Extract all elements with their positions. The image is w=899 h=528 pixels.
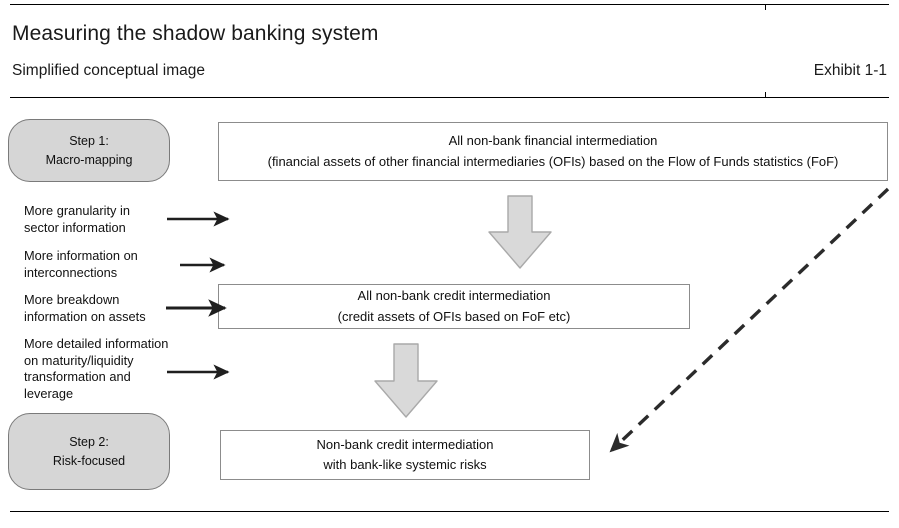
- top-rule-tick: [765, 4, 766, 10]
- box-top-line-2: (financial assets of other financial int…: [267, 153, 839, 169]
- top-rule: [10, 4, 889, 5]
- box-middle-line-1: All non-bank credit intermediation: [357, 288, 551, 304]
- down-block-arrow-2: [374, 343, 438, 418]
- box-top-line-1: All non-bank financial intermediation: [448, 133, 658, 149]
- box-middle-line-2: (credit assets of OFIs based on FoF etc): [337, 308, 571, 324]
- annotation-interconnections: More information on interconnections: [24, 248, 138, 280]
- box-nonbank-credit-systemic-risks: Non-bank credit intermediation with bank…: [220, 430, 590, 480]
- step-2-line-2: Risk-focused: [52, 453, 126, 468]
- down-block-arrow-1: [488, 195, 552, 269]
- page-title: Measuring the shadow banking system: [12, 22, 379, 45]
- step-1-pill: Step 1: Macro-mapping: [8, 119, 170, 182]
- annotation-breakdown-assets: More breakdown information on assets: [24, 292, 146, 324]
- box-bottom-line-2: with bank-like systemic risks: [323, 457, 487, 472]
- bottom-rule: [10, 511, 889, 512]
- step-2-line-1: Step 2:: [69, 435, 109, 450]
- header-divider-tick: [765, 92, 766, 98]
- box-all-nonbank-financial-intermediation: All non-bank financial intermediation (f…: [218, 122, 888, 181]
- header-divider-rule: [10, 97, 889, 98]
- exhibit-number: Exhibit 1-1: [813, 62, 887, 79]
- step-1-line-1: Step 1:: [69, 134, 109, 149]
- box-all-nonbank-credit-intermediation: All non-bank credit intermediation (cred…: [218, 284, 690, 329]
- page-subtitle: Simplified conceptual image: [12, 62, 205, 79]
- step-1-line-2: Macro-mapping: [45, 152, 133, 167]
- box-bottom-line-1: Non-bank credit intermediation: [316, 436, 494, 452]
- annotation-granularity: More granularity in sector information: [24, 203, 130, 235]
- step-2-pill: Step 2: Risk-focused: [8, 413, 170, 490]
- annotation-maturity-liquidity: More detailed information on maturity/li…: [24, 336, 169, 401]
